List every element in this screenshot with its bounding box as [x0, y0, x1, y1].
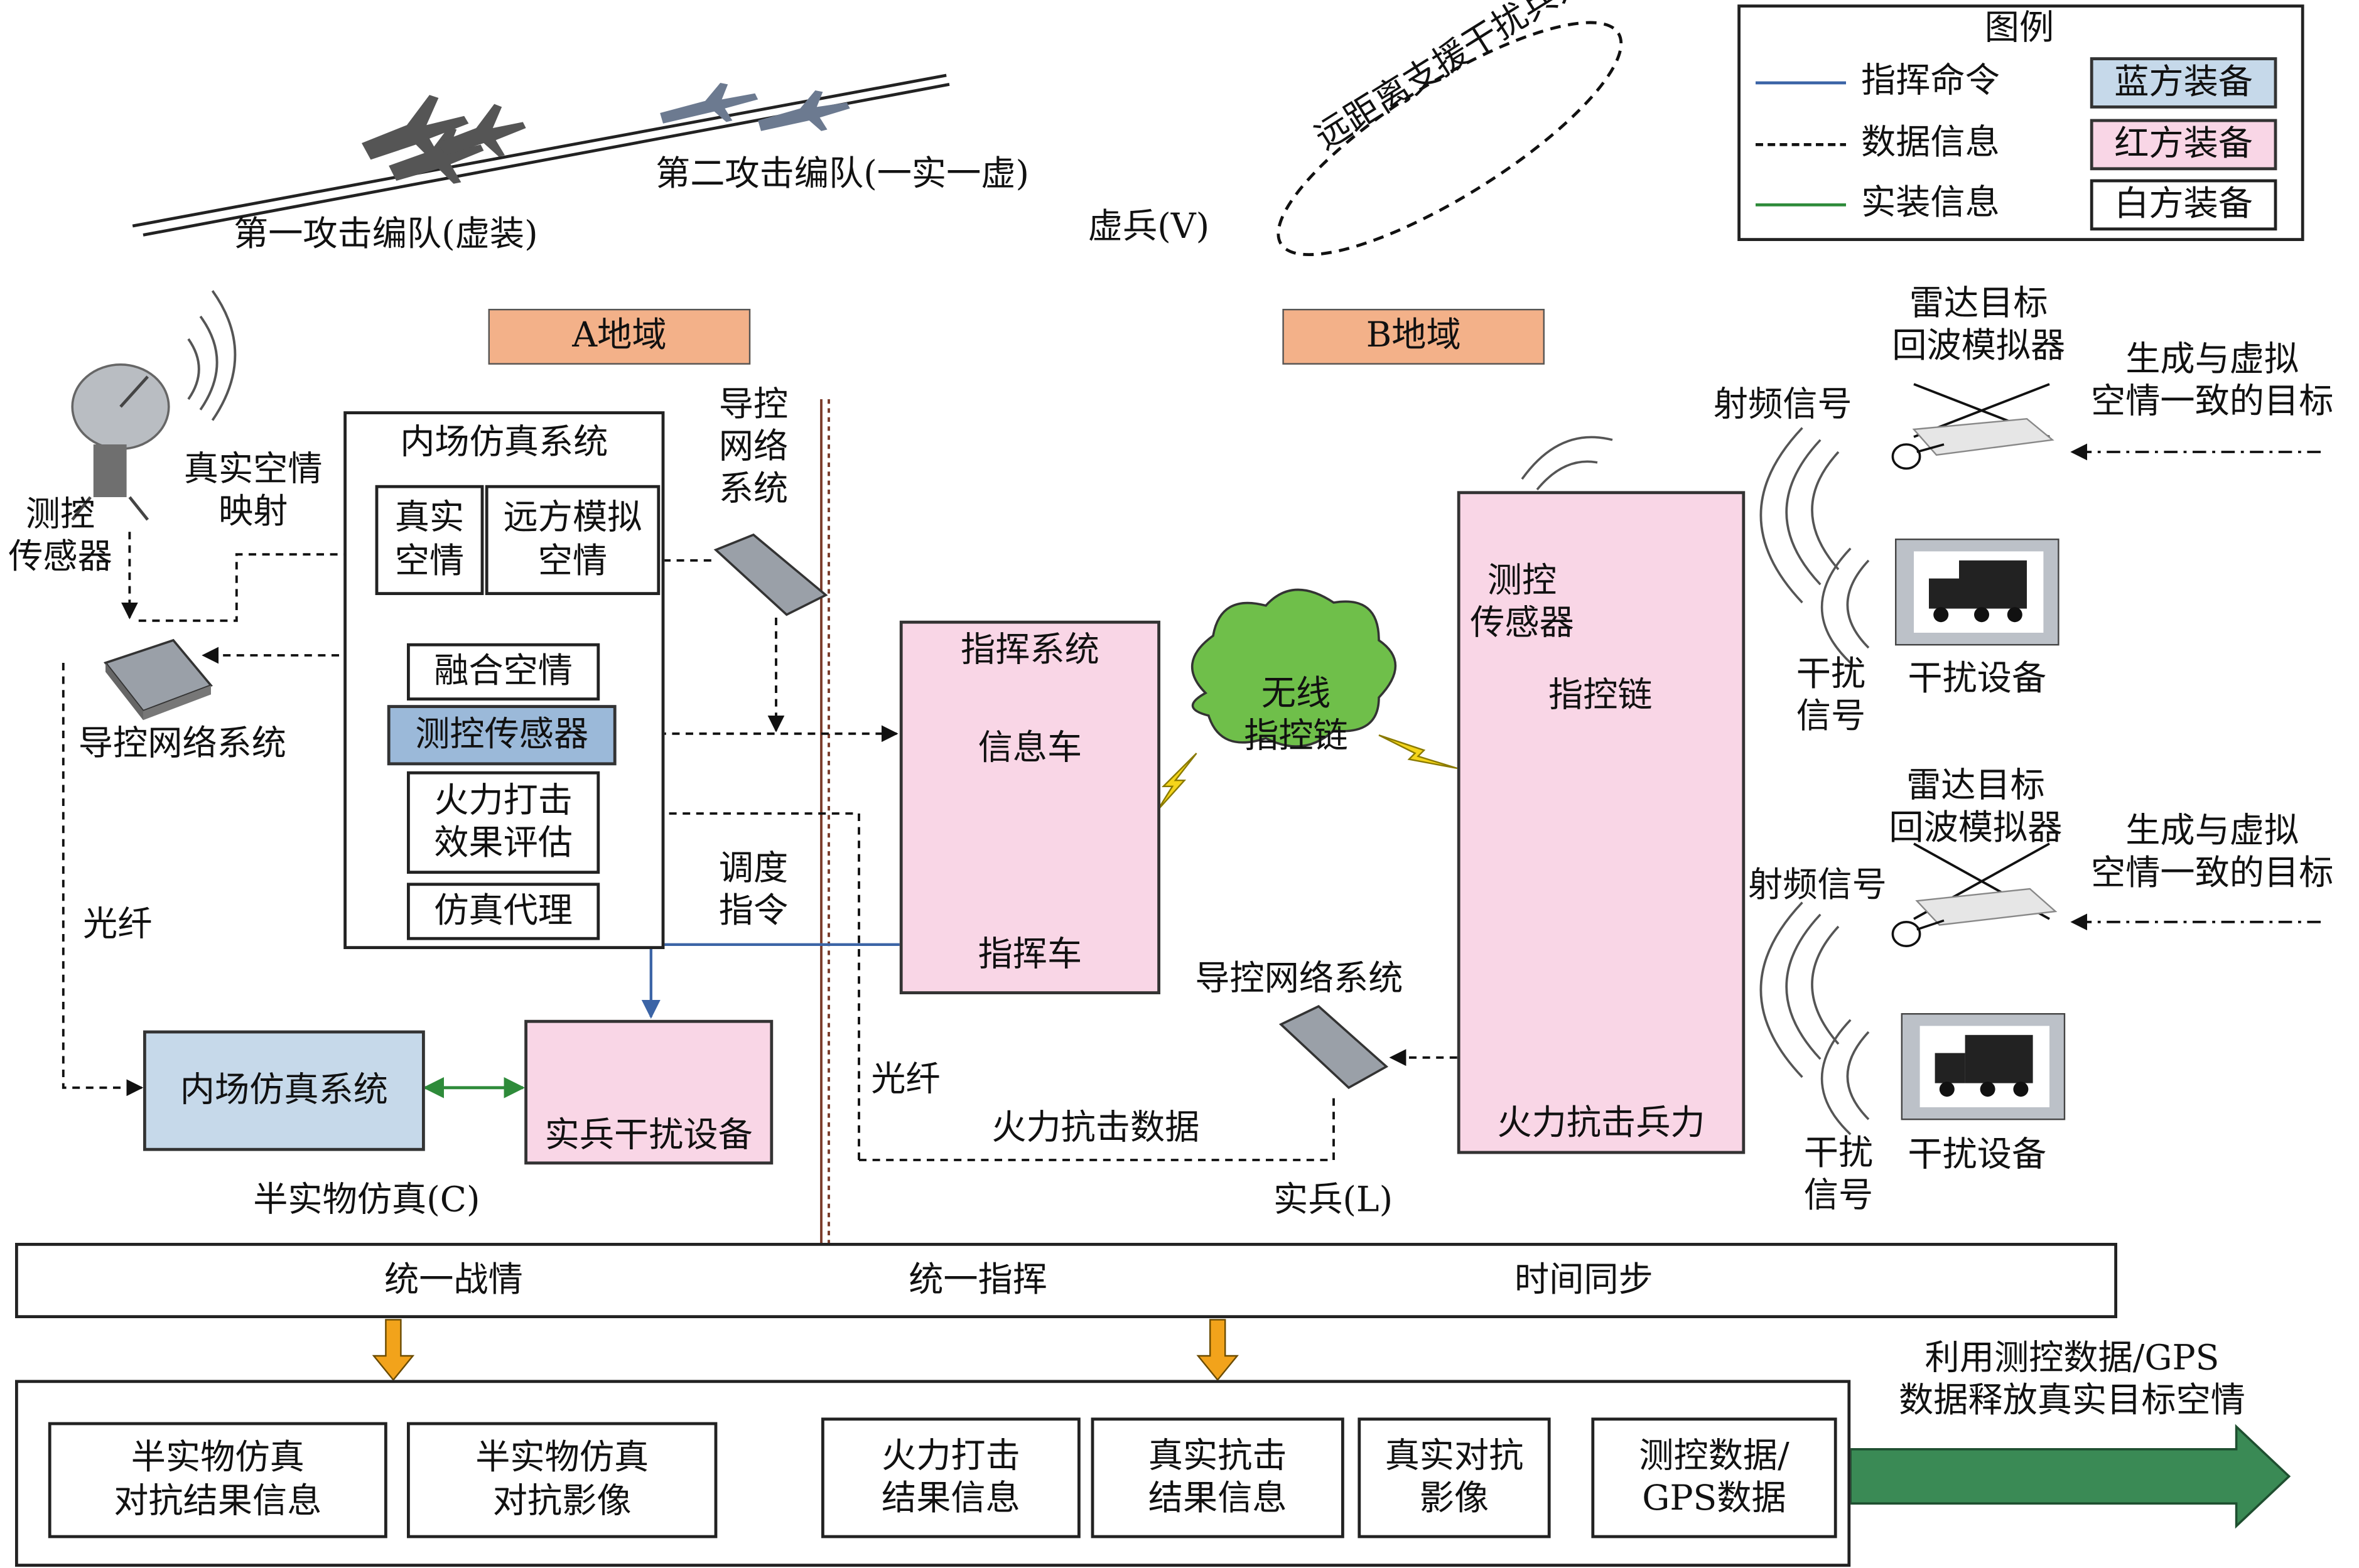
right-sensor-label: 测控 传感器 [1470, 562, 1574, 643]
jamming-device-bottom-label: 干扰设备 [1908, 1136, 2047, 1176]
radar-simulator-top-icon [1891, 383, 2054, 470]
network-switch-top-icon [713, 533, 828, 616]
formation-1-label: 第一攻击编队(虚装) [234, 215, 538, 255]
middle-fiber-label: 光纤 [871, 1060, 941, 1100]
legend-title: 图例 [1984, 9, 2054, 48]
command-system-box [899, 620, 1161, 995]
remote-support-ellipse [1277, 21, 1623, 257]
bar-item-battle: 统一战情 [384, 1260, 523, 1301]
region-a-label: A地域 [488, 309, 751, 365]
dispatch-label: 调度 指令 [718, 849, 789, 932]
wireless-cloud-label: 无线 指控链 [1244, 675, 1348, 756]
legend-white-box: 白方装备 [2090, 179, 2277, 231]
fire-force-label: 火力抗击兵力 [1497, 1104, 1705, 1144]
unified-bar [15, 1243, 2118, 1318]
sim-agent-box: 仿真代理 [407, 883, 600, 940]
result-real-counter-info: 真实抗击 结果信息 [1091, 1417, 1344, 1538]
gen-target-bottom-label: 生成与虚拟 空情一致的目标 [2091, 812, 2334, 894]
fused-air-box: 融合空情 [407, 643, 600, 701]
fighter-jets-2-icon [660, 83, 850, 131]
network-switch-left-icon [104, 638, 213, 721]
radar-sim-top-label: 雷达目标 回波模拟器 [1892, 284, 2066, 367]
inner-sim-title: 内场仿真系统 [400, 423, 608, 463]
wireless-link-cloud-icon [1190, 588, 1397, 748]
signal-waves-left-icon [187, 290, 237, 421]
jamming-signal-bottom-label: 干扰 信号 [1803, 1134, 1874, 1216]
radar-simulator-bottom-icon [1891, 842, 2058, 948]
bar-item-command: 统一指挥 [909, 1260, 1048, 1301]
result-real-video: 真实对抗 影像 [1358, 1417, 1551, 1538]
result-semi-info: 半实物仿真 对抗结果信息 [48, 1422, 387, 1538]
left-sensor-label: 测控 传感器 [8, 495, 112, 577]
real-troops-label: 实兵(L) [1273, 1181, 1393, 1221]
rf-waves-right-icon [1759, 427, 1870, 1136]
middle-network-label: 导控网络系统 [1195, 959, 1403, 999]
virtual-label: 虚兵(V) [1088, 208, 1210, 247]
command-vehicle-label: 指挥车 [978, 935, 1082, 975]
semi-physical-label: 半实物仿真(C) [253, 1181, 480, 1221]
result-semi-video: 半实物仿真 对抗影像 [407, 1422, 718, 1538]
radar-sim-bottom-label: 雷达目标 回波模拟器 [1889, 766, 2063, 849]
bar-item-sync: 时间同步 [1514, 1260, 1653, 1301]
fighter-jets-icon [362, 95, 526, 184]
gen-target-top-label: 生成与虚拟 空情一致的目标 [2091, 340, 2334, 422]
left-network-label: 导控网络系统 [78, 724, 287, 764]
legend-blue-box: 蓝方装备 [2090, 57, 2277, 109]
fire-data-label: 火力抗击数据 [991, 1109, 1200, 1148]
jamming-device-top-icon [1895, 539, 2059, 646]
top-network-label: 导控 网络 系统 [718, 385, 789, 510]
legend-line-samples [1756, 81, 1847, 207]
info-vehicle-label: 信息车 [978, 729, 1082, 768]
legend-data-label: 数据信息 [1861, 123, 2000, 163]
result-mc-gps: 测控数据/ GPS数据 [1591, 1417, 1837, 1538]
jamming-signal-top-label: 干扰 信号 [1796, 655, 1866, 737]
jamming-device-top-label: 干扰设备 [1908, 660, 2047, 699]
legend-command-label: 指挥命令 [1861, 62, 2000, 101]
satellite-dish-left-icon [71, 363, 170, 521]
jamming-device-bottom-icon [1901, 1013, 2066, 1120]
legend-red-box: 红方装备 [2090, 119, 2277, 171]
output-arrow-icon [1849, 1424, 2291, 1529]
region-b-label: B地域 [1282, 309, 1545, 365]
legend-equipment-label: 实装信息 [1861, 183, 2000, 223]
mc-sensor-box: 测控传感器 [387, 705, 617, 766]
command-system-title: 指挥系统 [961, 631, 1099, 670]
formation-2-label: 第二攻击编队(一实一虚) [656, 155, 1030, 195]
fire-force-box [1457, 491, 1746, 1154]
remote-sim-air-box: 远方模拟 空情 [485, 485, 661, 596]
rf-signal-bottom-label: 射频信号 [1748, 866, 1887, 906]
area-divider [820, 399, 830, 1245]
rf-signal-top-label: 射频信号 [1713, 385, 1852, 425]
fire-eval-box: 火力打击 效果评估 [407, 771, 600, 874]
result-fire-info: 火力打击 结果信息 [821, 1417, 1081, 1538]
real-air-mapping-label: 真实空情 映射 [183, 450, 323, 532]
left-fiber-label: 光纤 [83, 905, 153, 945]
real-air-box: 真实 空情 [375, 485, 484, 596]
network-switch-middle-icon [1278, 1005, 1389, 1090]
inner-sim-bottom-box: 内场仿真系统 [143, 1030, 425, 1151]
real-jammer-label: 实兵干扰设备 [544, 1116, 753, 1156]
link-cloud-label: 指控链 [1548, 676, 1653, 716]
real-jammer-box [524, 1019, 774, 1165]
output-arrow-label: 利用测控数据/GPS 数据释放真实目标空情 [1899, 1339, 2246, 1421]
command-line-connector [641, 943, 900, 1019]
legend-box [1737, 4, 2304, 241]
bar-down-arrows [372, 1319, 1239, 1382]
